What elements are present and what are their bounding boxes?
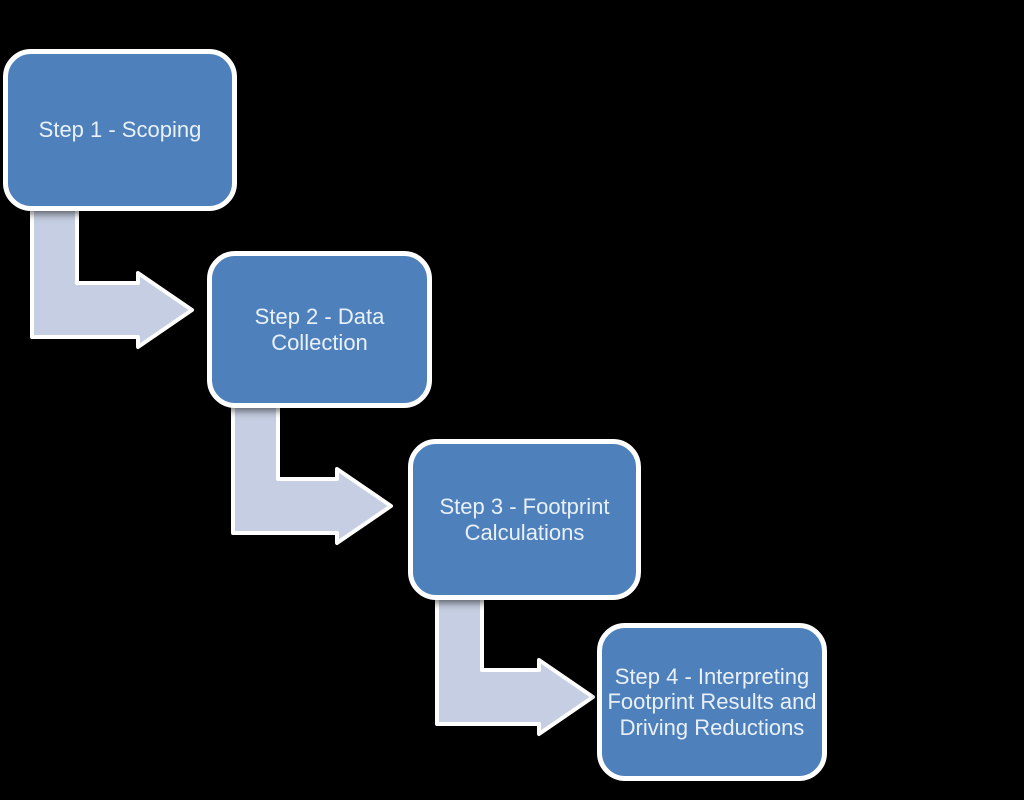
bent-arrow-down-right-icon: [30, 205, 194, 349]
step-4-box: Step 4 - Interpreting Footprint Results …: [597, 623, 827, 781]
step-2-label: Step 2 - Data Collection: [254, 304, 385, 355]
step-4-label: Step 4 - Interpreting Footprint Results …: [607, 664, 817, 740]
step-1-label: Step 1 - Scoping: [38, 117, 202, 143]
step-3-box: Step 3 - Footprint Calculations: [408, 439, 641, 600]
step-3-label: Step 3 - Footprint Calculations: [439, 494, 610, 545]
bent-arrow-down-right-icon: [435, 594, 595, 736]
bent-arrow-down-right-icon: [231, 402, 393, 545]
step-1-box: Step 1 - Scoping: [3, 49, 237, 211]
step-2-box: Step 2 - Data Collection: [207, 251, 432, 408]
